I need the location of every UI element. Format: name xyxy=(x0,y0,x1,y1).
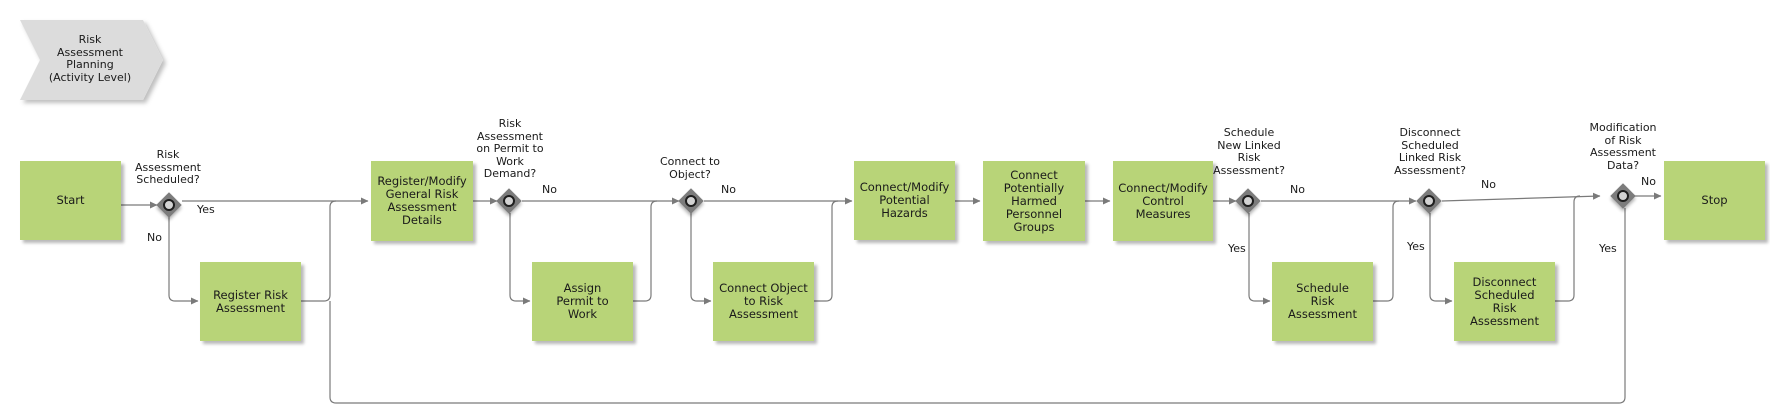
edge-g5-no xyxy=(1441,192,1601,202)
activity-connect-harmed-groups: Connect Potentially Harmed Personnel Gro… xyxy=(983,161,1085,241)
edge-label-g3-no: No xyxy=(721,183,736,196)
stop-label: Stop xyxy=(1701,193,1728,207)
edge-label-g1-no: No xyxy=(147,231,162,244)
gateway-label-connect-object: Connect to Object? xyxy=(659,155,721,181)
register-risk-label: Register Risk Assessment xyxy=(213,287,288,315)
edge-g3-yes xyxy=(690,213,712,305)
activity-assign-permit: Assign Permit to Work xyxy=(532,262,633,341)
activity-connect-object: Connect Object to Risk Assessment xyxy=(713,262,814,341)
edge-object-merge xyxy=(814,200,839,302)
activity-register-risk-assessment: Register Risk Assessment xyxy=(200,262,301,341)
edge-g4-yes xyxy=(1248,213,1271,305)
start-label: Start xyxy=(56,193,85,207)
activity-schedule-risk-assessment: Schedule Risk Assessment xyxy=(1272,262,1373,341)
gateway-label-disconnect-linked: Disconnect Scheduled Linked Risk Assessm… xyxy=(1394,126,1466,177)
connect-hazards-label: Connect/Modify Potential Hazards xyxy=(859,180,950,220)
register-modify-label: Register/Modify General Risk Assessment … xyxy=(377,174,467,227)
activity-connect-hazards: Connect/Modify Potential Hazards xyxy=(854,161,955,240)
stop-event: Stop xyxy=(1664,161,1765,240)
disconnect-scheduled-label: Disconnect Scheduled Risk Assessment xyxy=(1470,274,1539,328)
edge-schedule-merge xyxy=(1373,200,1400,302)
gateway-label-modification: Modification of Risk Assessment Data? xyxy=(1589,121,1657,172)
edge-label-g2-no: No xyxy=(542,183,557,196)
edge-label-g4-yes: Yes xyxy=(1228,242,1246,255)
assign-permit-label: Assign Permit to Work xyxy=(556,281,609,321)
connect-object-label: Connect Object to Risk Assessment xyxy=(719,281,808,321)
edge-label-g1-yes: Yes xyxy=(197,203,215,216)
schedule-risk-label: Schedule Risk Assessment xyxy=(1288,281,1357,321)
start-event: Start xyxy=(20,161,121,240)
edge-register-merge xyxy=(301,200,337,302)
edge-g5-yes xyxy=(1429,213,1453,305)
edge-disconnect-merge xyxy=(1555,195,1581,302)
title-chevron-shape xyxy=(20,20,163,100)
edge-assign-merge xyxy=(633,200,658,302)
edge-g2-yes xyxy=(509,213,531,305)
edge-label-g4-no: No xyxy=(1290,183,1305,196)
edge-label-g6-no: No xyxy=(1641,175,1656,188)
gateway-label-permit-demand: Risk Assessment on Permit to Work Demand… xyxy=(476,117,544,180)
edge-label-g6-yes: Yes xyxy=(1599,242,1617,255)
gateway-label-risk-scheduled: Risk Assessment Scheduled? xyxy=(135,148,201,186)
connect-control-label: Connect/Modify Control Measures xyxy=(1118,180,1208,221)
edge-g6-yes-loop xyxy=(329,208,1626,404)
gateway-label-schedule-linked: Schedule New Linked Risk Assessment? xyxy=(1213,126,1285,177)
activity-connect-control-measures: Connect/Modify Control Measures xyxy=(1113,161,1213,241)
activity-disconnect-scheduled: Disconnect Scheduled Risk Assessment xyxy=(1454,262,1555,341)
edge-label-g5-no: No xyxy=(1481,178,1496,191)
title-chevron: Risk Assessment Planning (Activity Level… xyxy=(48,33,132,84)
activity-register-modify-details: Register/Modify General Risk Assessment … xyxy=(371,161,473,241)
connect-harmed-label: Connect Potentially Harmed Personnel Gro… xyxy=(1003,167,1065,234)
edge-g1-no xyxy=(168,217,199,305)
edge-label-g5-yes: Yes xyxy=(1407,240,1425,253)
